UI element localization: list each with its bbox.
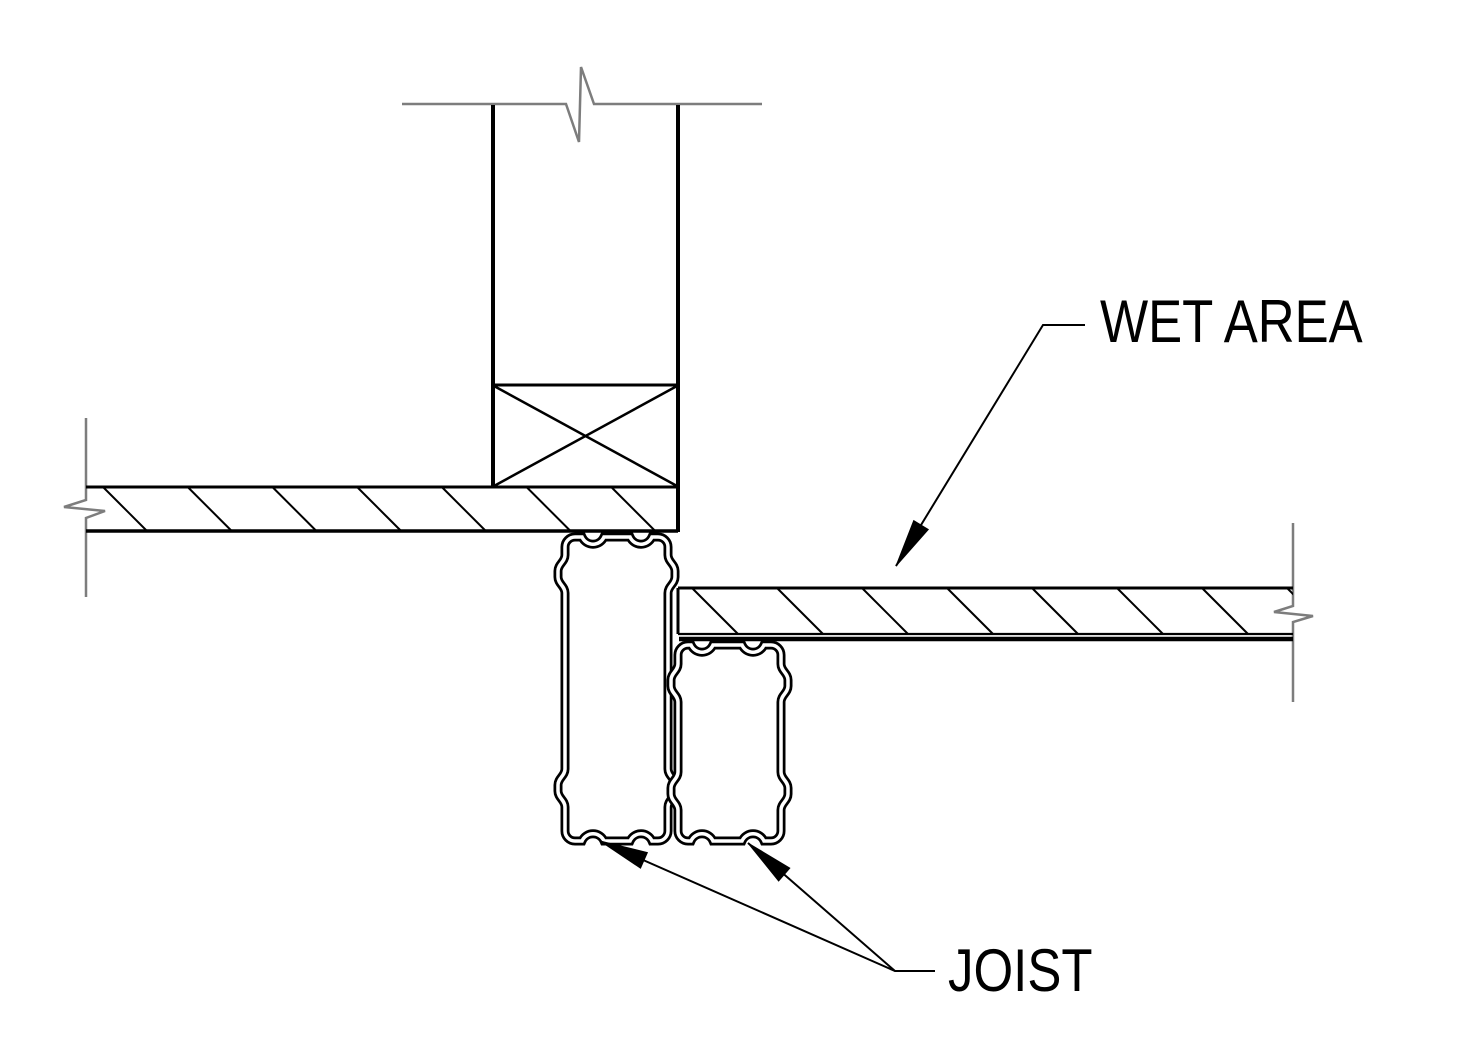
- hatch-line: [441, 486, 487, 532]
- hatch-line: [946, 587, 994, 635]
- hatch-line: [1201, 587, 1249, 635]
- hatch-line: [691, 587, 739, 635]
- joist-left-inner-line: [556, 535, 677, 843]
- hatch-line: [1031, 587, 1079, 635]
- joist-right: [666, 640, 793, 846]
- wet-slab-hatch: [691, 587, 1293, 635]
- hatch-line: [1116, 587, 1164, 635]
- right-slab-break-line: [1273, 523, 1314, 702]
- wet-area-leader: [895, 324, 1085, 567]
- joist-right-outline: [666, 640, 793, 846]
- upper-floor-slab: [86, 485, 678, 533]
- wall-bottom-plate-x: [493, 383, 678, 488]
- wall-break-line: [402, 66, 762, 143]
- wet-area-floor-slab: [676, 586, 1293, 642]
- hatch-line: [525, 486, 572, 532]
- upper-slab-hatch: [102, 486, 656, 532]
- hatch-line: [271, 486, 318, 532]
- hatch-line: [861, 587, 909, 635]
- wet-area-leader-line: [895, 324, 1085, 567]
- hatch-line: [102, 486, 148, 532]
- hatch-line: [776, 587, 824, 635]
- joist-label: JOIST: [948, 937, 1093, 1004]
- hatch-line: [356, 486, 402, 532]
- break-symbols: [63, 66, 1314, 702]
- wall: [491, 105, 680, 532]
- hatch-line: [186, 486, 233, 532]
- joist-arrowhead-right: [747, 842, 791, 882]
- joist-leader: [599, 840, 935, 972]
- left-slab-break-line: [63, 418, 106, 597]
- hatch-line: [610, 486, 656, 532]
- joist-left-outline: [553, 532, 680, 846]
- joist-left: [553, 532, 680, 846]
- wet-area-arrowhead: [895, 519, 930, 567]
- plate-diagonal-2: [493, 384, 678, 488]
- wet-area-label: WET AREA: [1100, 288, 1363, 355]
- joist-right-inner-line: [669, 643, 790, 843]
- joist-arrowhead-left: [599, 840, 649, 869]
